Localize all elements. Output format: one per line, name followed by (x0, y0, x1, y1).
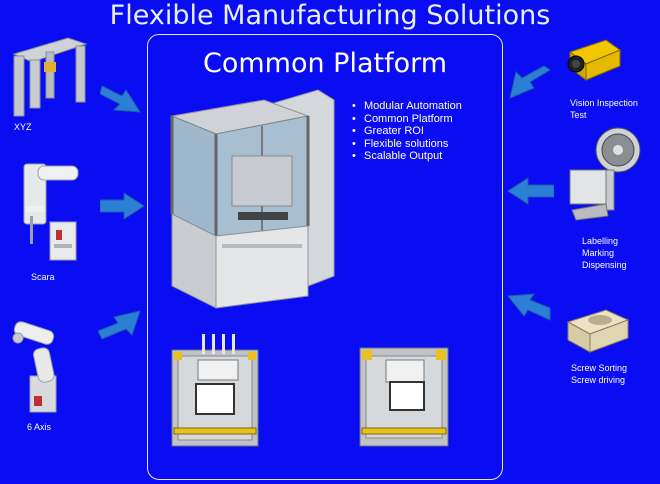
module-label: 6 Axis (27, 422, 52, 432)
machine-cabinet-illustration (170, 89, 335, 309)
label-dispenser-icon (569, 127, 641, 221)
scara-robot-icon (23, 163, 79, 261)
module-label: Labelling Marking Dispensing (582, 236, 627, 270)
module-front-view-right (359, 347, 449, 447)
module-label: XYZ (14, 122, 32, 132)
vision-camera-icon (567, 39, 622, 81)
common-platform-panel (147, 34, 503, 480)
arrow-right-icon (100, 192, 145, 220)
module-label: Screw Sorting Screw driving (571, 363, 628, 385)
arrow-right-icon (98, 310, 141, 340)
feature-item: Common Platform (352, 113, 462, 126)
feature-item: Modular Automation (352, 100, 462, 113)
six-axis-robot-icon (12, 321, 57, 413)
xyz-gantry-robot-icon (12, 37, 88, 117)
feature-item: Scalable Output (352, 150, 462, 163)
feature-item: Flexible solutions (352, 138, 462, 151)
page-title: Flexible Manufacturing Solutions (109, 0, 551, 31)
arrow-left-icon (507, 177, 554, 205)
arrow-right-icon (100, 85, 141, 113)
arrow-left-icon (507, 293, 551, 321)
feature-list: Modular Automation Common Platform Great… (352, 100, 462, 163)
arrow-left-icon (509, 66, 551, 99)
platform-title: Common Platform (202, 48, 448, 79)
screw-feeder-icon (566, 309, 630, 353)
feature-item: Greater ROI (352, 125, 462, 138)
module-front-view-left (171, 334, 259, 447)
module-label: Scara (31, 272, 55, 282)
module-label: Vision Inspection Test (570, 98, 638, 120)
